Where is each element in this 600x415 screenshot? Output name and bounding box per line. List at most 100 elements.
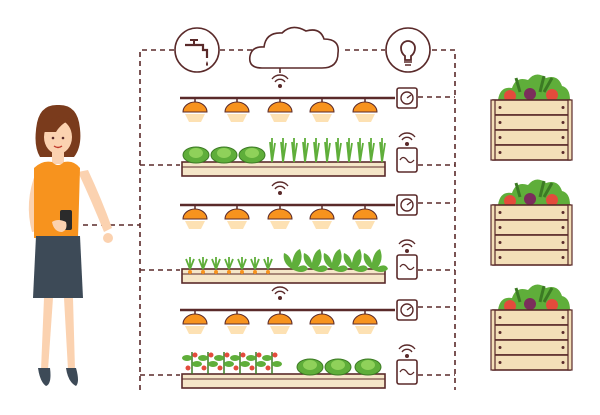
tier-3 (180, 286, 418, 389)
onion-sprout (291, 138, 298, 163)
onion-sprout (379, 138, 386, 163)
crate-1 (490, 74, 573, 161)
grow-lamp (267, 310, 293, 334)
lamp-light (185, 326, 205, 334)
crate-slat (492, 144, 571, 161)
lamp-light (312, 326, 332, 334)
crate-2 (490, 179, 573, 266)
onion-sprout (280, 138, 287, 163)
crate-slat (492, 234, 571, 251)
lamp-light (270, 326, 290, 334)
carrot-sprout (185, 257, 195, 274)
onion-sprout (357, 138, 364, 163)
grow-lamp (224, 310, 250, 334)
carrot-sprout (250, 257, 260, 274)
lamp-light (270, 114, 290, 122)
cabbage-plant (324, 358, 352, 376)
vegetable-pile (498, 74, 570, 102)
leafy-plant (283, 249, 308, 272)
farmer-woman (28, 104, 113, 386)
grow-lamp (352, 310, 378, 334)
wireless-signal-icon (271, 286, 289, 300)
tier-1 (180, 74, 418, 177)
control-wiring (83, 49, 456, 390)
crate-slat (492, 219, 571, 236)
tomato-plant (214, 352, 234, 374)
tier-2 (180, 181, 418, 284)
growing-tiers (180, 74, 418, 389)
grow-lamp (224, 205, 250, 229)
onion-sprout (302, 138, 309, 163)
lamp-light (355, 326, 375, 334)
cabbage-plant (296, 358, 324, 376)
leafy-plant (303, 249, 328, 272)
carrot-sprout (237, 257, 247, 274)
sensor-gauge-icon (396, 87, 418, 109)
onion-sprout (313, 138, 320, 163)
crate-post (490, 309, 496, 371)
crate-slat (492, 309, 571, 326)
leafy-plant (323, 249, 348, 272)
grow-lamp (309, 310, 335, 334)
planter-box (181, 268, 386, 284)
carrot-sprout (263, 257, 273, 274)
cloud-icon (248, 26, 340, 69)
crate-post (567, 99, 573, 161)
crate-post (567, 204, 573, 266)
lamp-light (227, 114, 247, 122)
wireless-signal-icon (398, 239, 416, 253)
crate-slat (492, 324, 571, 341)
phone-controller-icon (52, 210, 72, 232)
wireless-signal-icon (398, 344, 416, 358)
crate-post (490, 204, 496, 266)
carrot-sprout (211, 257, 221, 274)
lamp-light (312, 114, 332, 122)
cabbage-plant (210, 146, 238, 164)
lamp-light (312, 221, 332, 229)
grow-lamp (309, 98, 335, 122)
onion-sprout (346, 138, 353, 163)
cabbage-plant (354, 358, 382, 376)
grow-lamp (352, 205, 378, 229)
onion-sprout (269, 138, 276, 163)
crate-slat (492, 249, 571, 266)
grow-lamp (182, 310, 208, 334)
grow-lamp (309, 205, 335, 229)
leafy-plant (363, 249, 388, 272)
water-tap-icon (174, 27, 220, 73)
wireless-signal-icon (271, 181, 289, 195)
tomato-plant (246, 352, 266, 374)
crate-slat (492, 339, 571, 356)
carrot-sprout (198, 257, 208, 274)
tomato-plant (230, 352, 250, 374)
onion-sprout (324, 138, 331, 163)
lamp-light (185, 221, 205, 229)
lamp-light (355, 221, 375, 229)
crate-slat (492, 99, 571, 116)
crate-post (490, 99, 496, 161)
carrot-sprout (224, 257, 234, 274)
tomato-plant (198, 352, 218, 374)
tomato-plant (262, 352, 282, 374)
wireless-signal-icon (271, 74, 289, 88)
grow-lamp (267, 98, 293, 122)
cabbage-plant (182, 146, 210, 164)
grow-lamp (267, 205, 293, 229)
grow-lamp (224, 98, 250, 122)
lamp-light (270, 221, 290, 229)
planter-box (181, 373, 386, 389)
lamp-light (355, 114, 375, 122)
crate-slat (492, 204, 571, 221)
sensor-gauge-icon (396, 299, 418, 321)
lamp-light (227, 326, 247, 334)
vegetable-pile (498, 284, 570, 312)
grow-lamp (352, 98, 378, 122)
harvest-crates (490, 74, 573, 371)
leafy-plant (343, 249, 368, 272)
grow-lamp (182, 98, 208, 122)
crate-slat (492, 129, 571, 146)
crate-slat (492, 354, 571, 371)
crate-slat (492, 114, 571, 131)
